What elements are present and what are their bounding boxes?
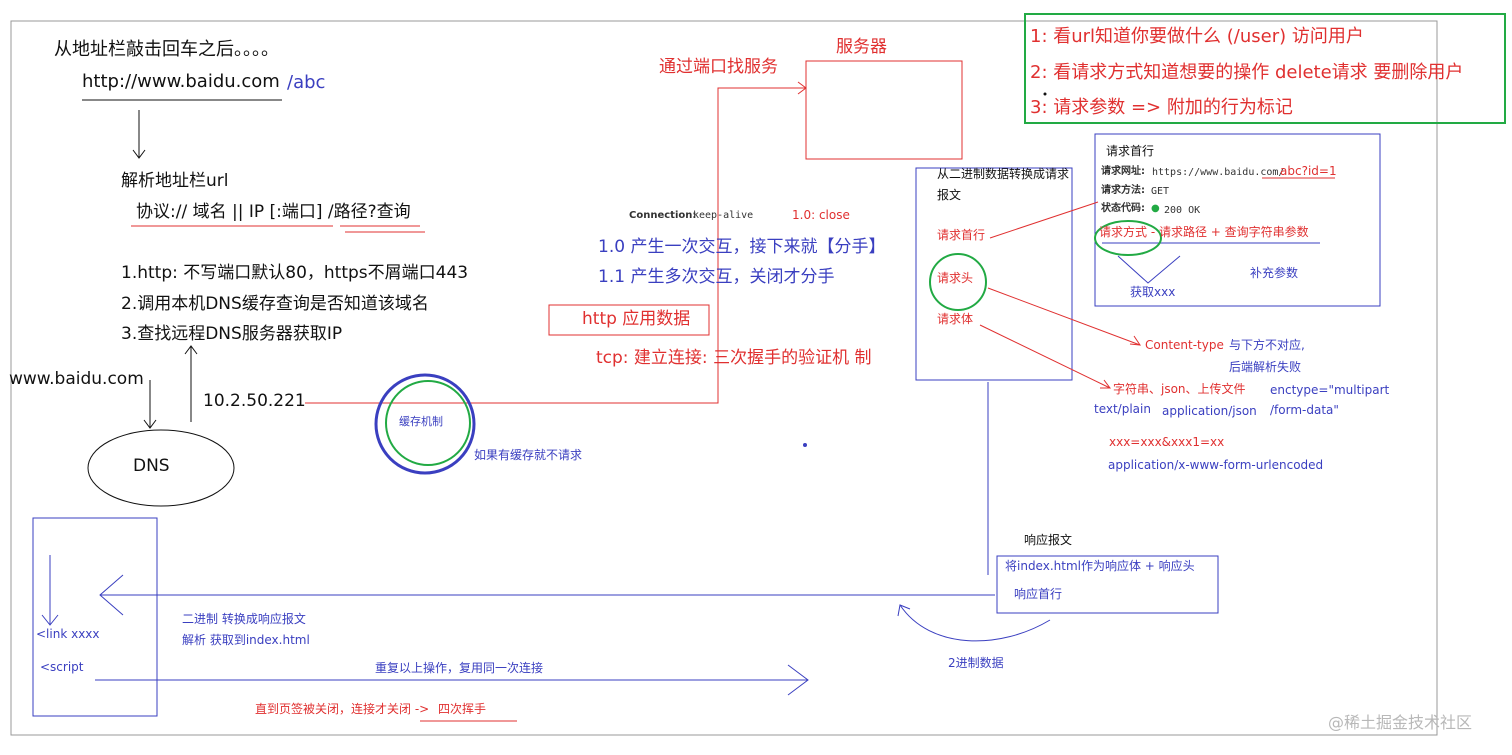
note-1: 1: 看url知道你要做什么 (/user) 访问用户: [1030, 26, 1364, 47]
content-type-fail: 后端解析失败: [1229, 360, 1302, 374]
browser-close: 直到页签被关闭，连接才关闭 ->: [255, 702, 430, 716]
request-body: 请求体: [937, 312, 974, 326]
notes-box: [1024, 13, 1506, 124]
port-service: 通过端口找服务: [659, 57, 778, 77]
browser-parse: 解析 获取到index.html: [182, 633, 310, 647]
status-label: 状态代码:: [1101, 203, 1145, 214]
request-first-line: 请求首行: [937, 228, 986, 242]
urlenc-example: xxx=xxx&xxx1=xx: [1109, 435, 1225, 449]
server-box: [805, 60, 963, 160]
first-line-title: 请求首行: [1106, 144, 1155, 158]
response-box: [996, 555, 1219, 614]
type-json: application/json: [1162, 404, 1257, 418]
content-type-label: Content-type: [1145, 338, 1224, 352]
cache-note: 如果有缓存就不请求: [474, 448, 583, 462]
dns-domain: www.baidu.com: [9, 369, 144, 389]
method-label: 请求方法:: [1101, 185, 1145, 196]
method-ellipse: [1094, 220, 1162, 256]
type-plain: text/plain: [1094, 402, 1151, 416]
parse-step-1: 1.http: 不写端口默认80，https不屑端口443: [121, 263, 469, 283]
headers-connector: [987, 287, 1141, 346]
status-value: 200 OK: [1164, 205, 1201, 216]
watermark: @稀土掘金技术社区: [1328, 713, 1473, 732]
parse-step-2: 2.调用本机DNS缓存查询是否知道该域名: [121, 294, 429, 314]
browser-box: [32, 517, 158, 717]
enctype-2: /form-data": [1270, 403, 1339, 417]
url-query: abc?id=1: [1280, 164, 1337, 178]
connection-label: Connection:: [629, 210, 697, 221]
enctype-1: enctype="multipart: [1270, 383, 1390, 397]
v10-close: 1.0: close: [792, 208, 850, 222]
browser-repeat: 重复以上操作，复用同一次连接: [375, 661, 544, 675]
binary-data: 2进制数据: [948, 656, 1004, 670]
response-first-line: 响应首行: [1014, 587, 1063, 601]
intro-title: 从地址栏敲击回车之后。。。。: [54, 39, 279, 60]
connection-value: keep-alive: [693, 210, 754, 221]
dns-ip: 10.2.50.221: [203, 391, 306, 411]
cache-circle-green: [385, 380, 471, 466]
cache-label: 缓存机制: [399, 415, 443, 428]
request-parts: 请求方式 - 请求路径 + 查询字符串参数: [1099, 225, 1309, 239]
body-types: 字符串、json、上传文件: [1113, 382, 1246, 396]
url-label: 请求网址:: [1101, 166, 1145, 177]
outer-frame: [10, 20, 1438, 736]
intro-url: http://www.baidu.com: [82, 71, 280, 92]
extra-params: 补充参数: [1250, 266, 1299, 280]
intro-path: /abc: [287, 72, 326, 93]
content-type-mismatch: 与下方不对应,: [1229, 338, 1305, 352]
tcp-handshake: tcp: 建立连接: 三次握手的验证机 制: [596, 348, 872, 368]
status-dot-icon: ●: [1151, 203, 1160, 214]
url-value: https://www.baidu.com/: [1152, 167, 1285, 178]
note-2: 2: 看请求方式知道想要的操作 delete请求 要删除用户: [1030, 62, 1464, 83]
first-line-connector: [989, 201, 1099, 239]
binary-curve: [899, 604, 1051, 642]
dns-label: DNS: [133, 456, 170, 476]
urlenc-type: application/x-www-form-urlencoded: [1108, 458, 1324, 472]
headers-circle: [929, 253, 987, 311]
browser-link: <link xxxx: [36, 627, 100, 641]
browser-convert: 二进制 转换成响应报文: [182, 612, 306, 626]
http-data-label: http 应用数据: [582, 309, 691, 329]
response-label: 响应报文: [1024, 533, 1073, 547]
browser-script: <script: [40, 660, 84, 674]
http-v10: 1.0 产生一次交互，接下来就【分手】: [598, 237, 886, 257]
server-label: 服务器: [836, 37, 887, 57]
first-line-box: [1094, 133, 1381, 307]
http-data-box: [548, 304, 710, 336]
http-v11: 1.1 产生多次交互，关闭才分手: [598, 267, 835, 287]
response-body: 将index.html作为响应体 + 响应头: [1005, 559, 1195, 573]
four-wave: 四次挥手: [438, 702, 487, 716]
dns-ellipse: [87, 429, 235, 507]
parse-step-3: 3.查找远程DNS服务器获取IP: [121, 324, 343, 344]
get-xxx: 获取xxx: [1130, 285, 1176, 299]
ip-to-server-path: [305, 87, 806, 404]
note-3: 3: 请求参数 => 附加的行为标记: [1030, 97, 1293, 118]
request-headers: 请求头: [937, 271, 974, 285]
request-title-2: 报文: [937, 188, 962, 202]
request-title-1: 从二进制数据转换成请求: [937, 167, 1070, 181]
body-connector: [979, 324, 1111, 389]
cache-circle-blue: [374, 373, 476, 475]
method-value: GET: [1151, 186, 1170, 197]
parse-pattern: 协议:// 域名 || IP [:端口] /路径?查询: [136, 202, 411, 222]
request-box: [915, 167, 1073, 381]
parse-heading: 解析地址栏url: [121, 171, 229, 191]
